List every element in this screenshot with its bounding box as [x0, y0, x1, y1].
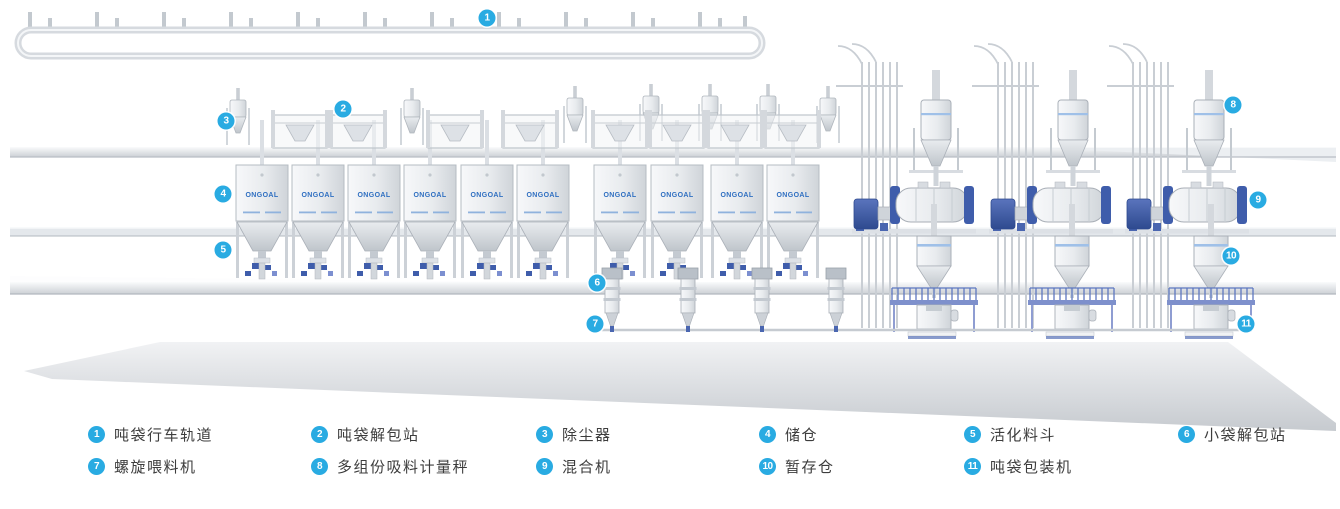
marker-7: 7 [586, 315, 604, 333]
screw-feeder [751, 267, 773, 333]
marker-2: 2 [334, 100, 352, 118]
weighing-hopper [1045, 69, 1101, 187]
legend-badge: 5 [964, 426, 981, 443]
mixer [1124, 181, 1250, 234]
storage-silo [710, 164, 764, 280]
legend-label: 吨袋行车轨道 [114, 427, 214, 444]
legend-label: 吨袋解包站 [337, 427, 420, 444]
ton-bag-unpacking-station [647, 109, 707, 149]
legend-label: 活化料斗 [990, 427, 1057, 444]
legend-item-9: 9 混合机 [536, 458, 612, 476]
mixer [851, 181, 977, 234]
weighing-hopper [1181, 69, 1237, 187]
marker-8: 8 [1224, 96, 1242, 114]
rail-posts [28, 12, 747, 30]
legend-item-2: 2 吨袋解包站 [311, 426, 420, 444]
weighing-hopper [908, 69, 964, 187]
mixer [988, 181, 1114, 234]
silo-brand-logo: ONGOAL [413, 192, 446, 199]
marker-3: 3 [217, 112, 235, 130]
ton-bag-unpacking-station [425, 109, 485, 149]
mezzanine-floor-lower [10, 276, 1336, 295]
legend-label: 储仓 [785, 427, 819, 444]
legend-item-1: 1 吨袋行车轨道 [88, 426, 214, 444]
marker-10: 10 [1222, 247, 1240, 265]
screw-feeder [825, 267, 847, 333]
legend-label: 多组份吸料计量秤 [337, 459, 470, 476]
ton-bag-packer [1027, 287, 1117, 340]
screw-feeder [601, 267, 623, 333]
silo-brand-logo: ONGOAL [603, 192, 636, 199]
screw-feeder [677, 267, 699, 333]
ton-bag-unpacking-station [590, 109, 650, 149]
ton-bag-unpacking-station [762, 109, 822, 149]
ton-bag-unpacking-station [500, 109, 560, 149]
legend-item-6: 6 小袋解包站 [1178, 426, 1287, 444]
storage-silo [291, 164, 345, 280]
storage-silo [235, 164, 289, 280]
storage-silo [460, 164, 514, 280]
marker-1: 1 [478, 9, 496, 27]
storage-silo [516, 164, 570, 280]
legend-badge: 6 [1178, 426, 1195, 443]
legend-label: 除尘器 [562, 427, 612, 444]
legend-badge: 2 [311, 426, 328, 443]
legend-item-10: 10 暂存仓 [759, 458, 835, 476]
legend-item-11: 11 吨袋包装机 [964, 458, 1073, 476]
silo-brand-logo: ONGOAL [470, 192, 503, 199]
storage-silo [347, 164, 401, 280]
marker-4: 4 [214, 185, 232, 203]
ton-bag-unpacking-station [705, 109, 765, 149]
legend-label: 暂存仓 [785, 459, 835, 476]
marker-11: 11 [1237, 315, 1255, 333]
legend-label: 小袋解包站 [1204, 427, 1287, 444]
legend-badge: 9 [536, 458, 553, 475]
silo-brand-logo: ONGOAL [720, 192, 753, 199]
storage-silo [403, 164, 457, 280]
legend-item-8: 8 多组份吸料计量秤 [311, 458, 470, 476]
legend-item-4: 4 储仓 [759, 426, 819, 444]
storage-silo [593, 164, 647, 280]
legend-badge: 3 [536, 426, 553, 443]
marker-9: 9 [1249, 191, 1267, 209]
storage-silo [650, 164, 704, 280]
legend-label: 吨袋包装机 [990, 459, 1073, 476]
legend-label: 混合机 [562, 459, 612, 476]
marker-6: 6 [588, 274, 606, 292]
legend-item-7: 7 螺旋喂料机 [88, 458, 197, 476]
legend-item-5: 5 活化料斗 [964, 426, 1057, 444]
legend-item-3: 3 除尘器 [536, 426, 612, 444]
legend-badge: 11 [964, 458, 981, 475]
ground-slab [24, 342, 1336, 431]
silo-brand-logo: ONGOAL [660, 192, 693, 199]
overhead-rail [14, 12, 766, 60]
marker-5: 5 [214, 241, 232, 259]
silo-brand-logo: ONGOAL [357, 192, 390, 199]
silo-brand-logo: ONGOAL [776, 192, 809, 199]
legend-label: 螺旋喂料机 [114, 459, 197, 476]
dust-collector-cyclone [563, 85, 587, 144]
ton-bag-packer [889, 287, 979, 340]
legend-badge: 10 [759, 458, 776, 475]
legend-badge: 1 [88, 426, 105, 443]
silo-brand-logo: ONGOAL [245, 192, 278, 199]
legend-badge: 4 [759, 426, 776, 443]
silo-brand-logo: ONGOAL [526, 192, 559, 199]
legend-badge: 8 [311, 458, 328, 475]
dust-collector-cyclone [400, 87, 424, 146]
pipe-bundles [836, 43, 1174, 328]
legend-badge: 7 [88, 458, 105, 475]
storage-silo [766, 164, 820, 280]
storage-silo-row: ONGOAL ONGOAL ONGOAL ONGOAL ONGOAL ONGOA… [235, 164, 820, 280]
ton-bag-unpacking-station [270, 109, 330, 149]
silo-brand-logo: ONGOAL [301, 192, 334, 199]
